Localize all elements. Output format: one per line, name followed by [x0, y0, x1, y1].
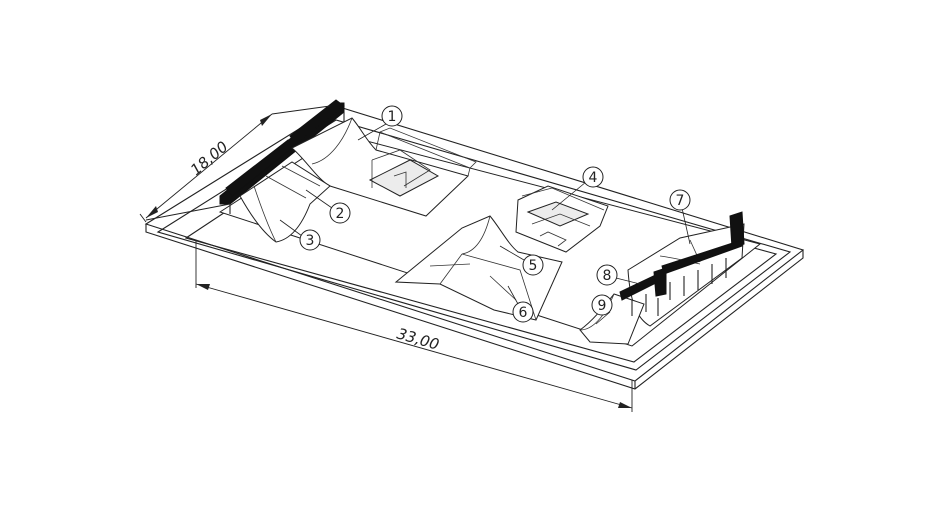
- svg-text:9: 9: [598, 298, 607, 314]
- balloon-7: 7: [669, 189, 691, 245]
- dimension-length-label: 33,00: [395, 325, 441, 354]
- svg-text:4: 4: [589, 170, 598, 186]
- svg-text:5: 5: [529, 258, 538, 274]
- balloons: 1 2 3 4 5 6 7: [279, 105, 691, 325]
- box-4: [515, 185, 609, 253]
- svg-text:8: 8: [603, 268, 612, 284]
- svg-text:1: 1: [388, 109, 397, 125]
- svg-text:3: 3: [306, 233, 315, 249]
- balloon-4: 4: [551, 166, 604, 211]
- balloon-9: 9: [591, 294, 613, 325]
- balloon-8: 8: [596, 264, 641, 286]
- balloon-3: 3: [279, 219, 321, 251]
- balloon-5: 5: [499, 245, 544, 276]
- balloon-1: 1: [357, 105, 403, 141]
- svg-text:6: 6: [519, 305, 528, 321]
- left-deck-railing: [219, 99, 345, 214]
- dimension-width-label: 18,00: [187, 138, 231, 179]
- ramp-1: [291, 117, 477, 217]
- svg-text:7: 7: [676, 193, 685, 209]
- svg-text:2: 2: [336, 206, 345, 222]
- balloon-2: 2: [305, 189, 351, 224]
- balloon-6: 6: [507, 285, 534, 323]
- ramp-2-3: [239, 161, 331, 243]
- right-deck-railing: [619, 211, 745, 316]
